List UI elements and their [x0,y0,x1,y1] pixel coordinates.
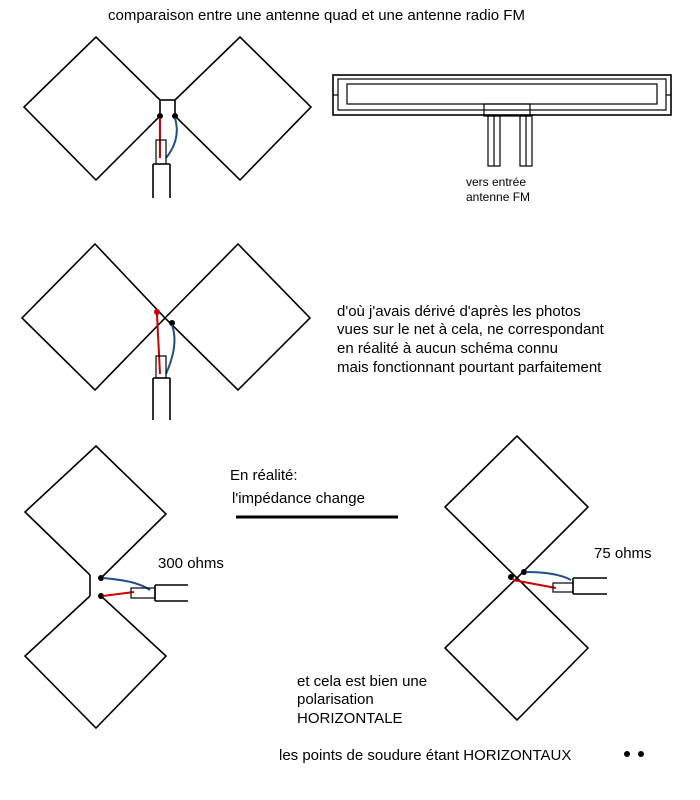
quad-right-loop [174,35,313,182]
reality-line1: En réalité: [230,467,298,484]
fm-label-line1: vers entrée [466,175,526,189]
blue-wire [525,571,572,581]
solder-note: les points de soudure étant HORIZONTAUX [279,747,571,764]
polarisation-line: HORIZONTALE [297,710,403,727]
antenna-75-ohms-diagram: 75 ohms [443,434,652,722]
quad-left-loop [22,35,161,182]
ohms-75-label: 75 ohms [594,545,652,562]
lower-loop [443,576,590,722]
solder-dot-icon [638,751,644,757]
derived-text-line: vues sur le net à cela, ne correspondant [337,321,605,338]
polarisation-line: et cela est bien une [297,673,427,690]
derived-right-loop [163,242,312,392]
red-wire [102,591,135,597]
fm-dipole-center [346,83,658,105]
solder-point [508,574,514,580]
derived-text-line: en réalité à aucun schéma connu [337,340,558,357]
solder-point [98,593,104,599]
blue-wire [165,324,176,375]
antenna-300-ohms-diagram: 300 ohms [23,444,224,730]
derived-text-line: mais fonctionnant pourtant parfaitement [337,359,602,376]
derived-text-line: d'où j'avais dérivé d'après les photos [337,303,581,320]
ohms-300-label: 300 ohms [158,555,224,572]
solder-point [157,113,163,119]
diagram-title: comparaison entre une antenne quad et un… [108,7,525,24]
fm-dipole-outer [332,74,672,116]
solder-point [98,575,104,581]
cable-core [130,587,156,599]
solder-point [172,113,178,119]
derived-description: d'où j'avais dérivé d'après les photos v… [337,303,605,376]
polarisation-note: et cela est bien une polarisation HORIZO… [297,673,427,727]
blue-wire [165,117,178,159]
solder-point [521,569,527,575]
cable-core [155,355,167,379]
polarisation-line: polarisation [297,691,374,708]
upper-loop [443,434,590,580]
fm-folded-dipole-diagram: vers entrée antenne FM [332,74,672,204]
red-wire [512,579,557,589]
reality-note: En réalité: l'impédance change [230,467,398,519]
solder-point [169,320,175,326]
solder-point [154,309,160,315]
derived-left-loop [20,242,167,392]
lower-loop [23,595,168,730]
fm-feed-block [483,103,531,117]
derived-antenna-diagram [20,242,312,420]
fm-label-line2: antenne FM [466,190,530,204]
solder-dot-icon [624,751,630,757]
upper-loop [23,444,168,579]
red-wire [156,313,161,375]
reality-line2: l'impédance change [232,490,365,507]
quad-antenna-diagram [22,35,313,198]
